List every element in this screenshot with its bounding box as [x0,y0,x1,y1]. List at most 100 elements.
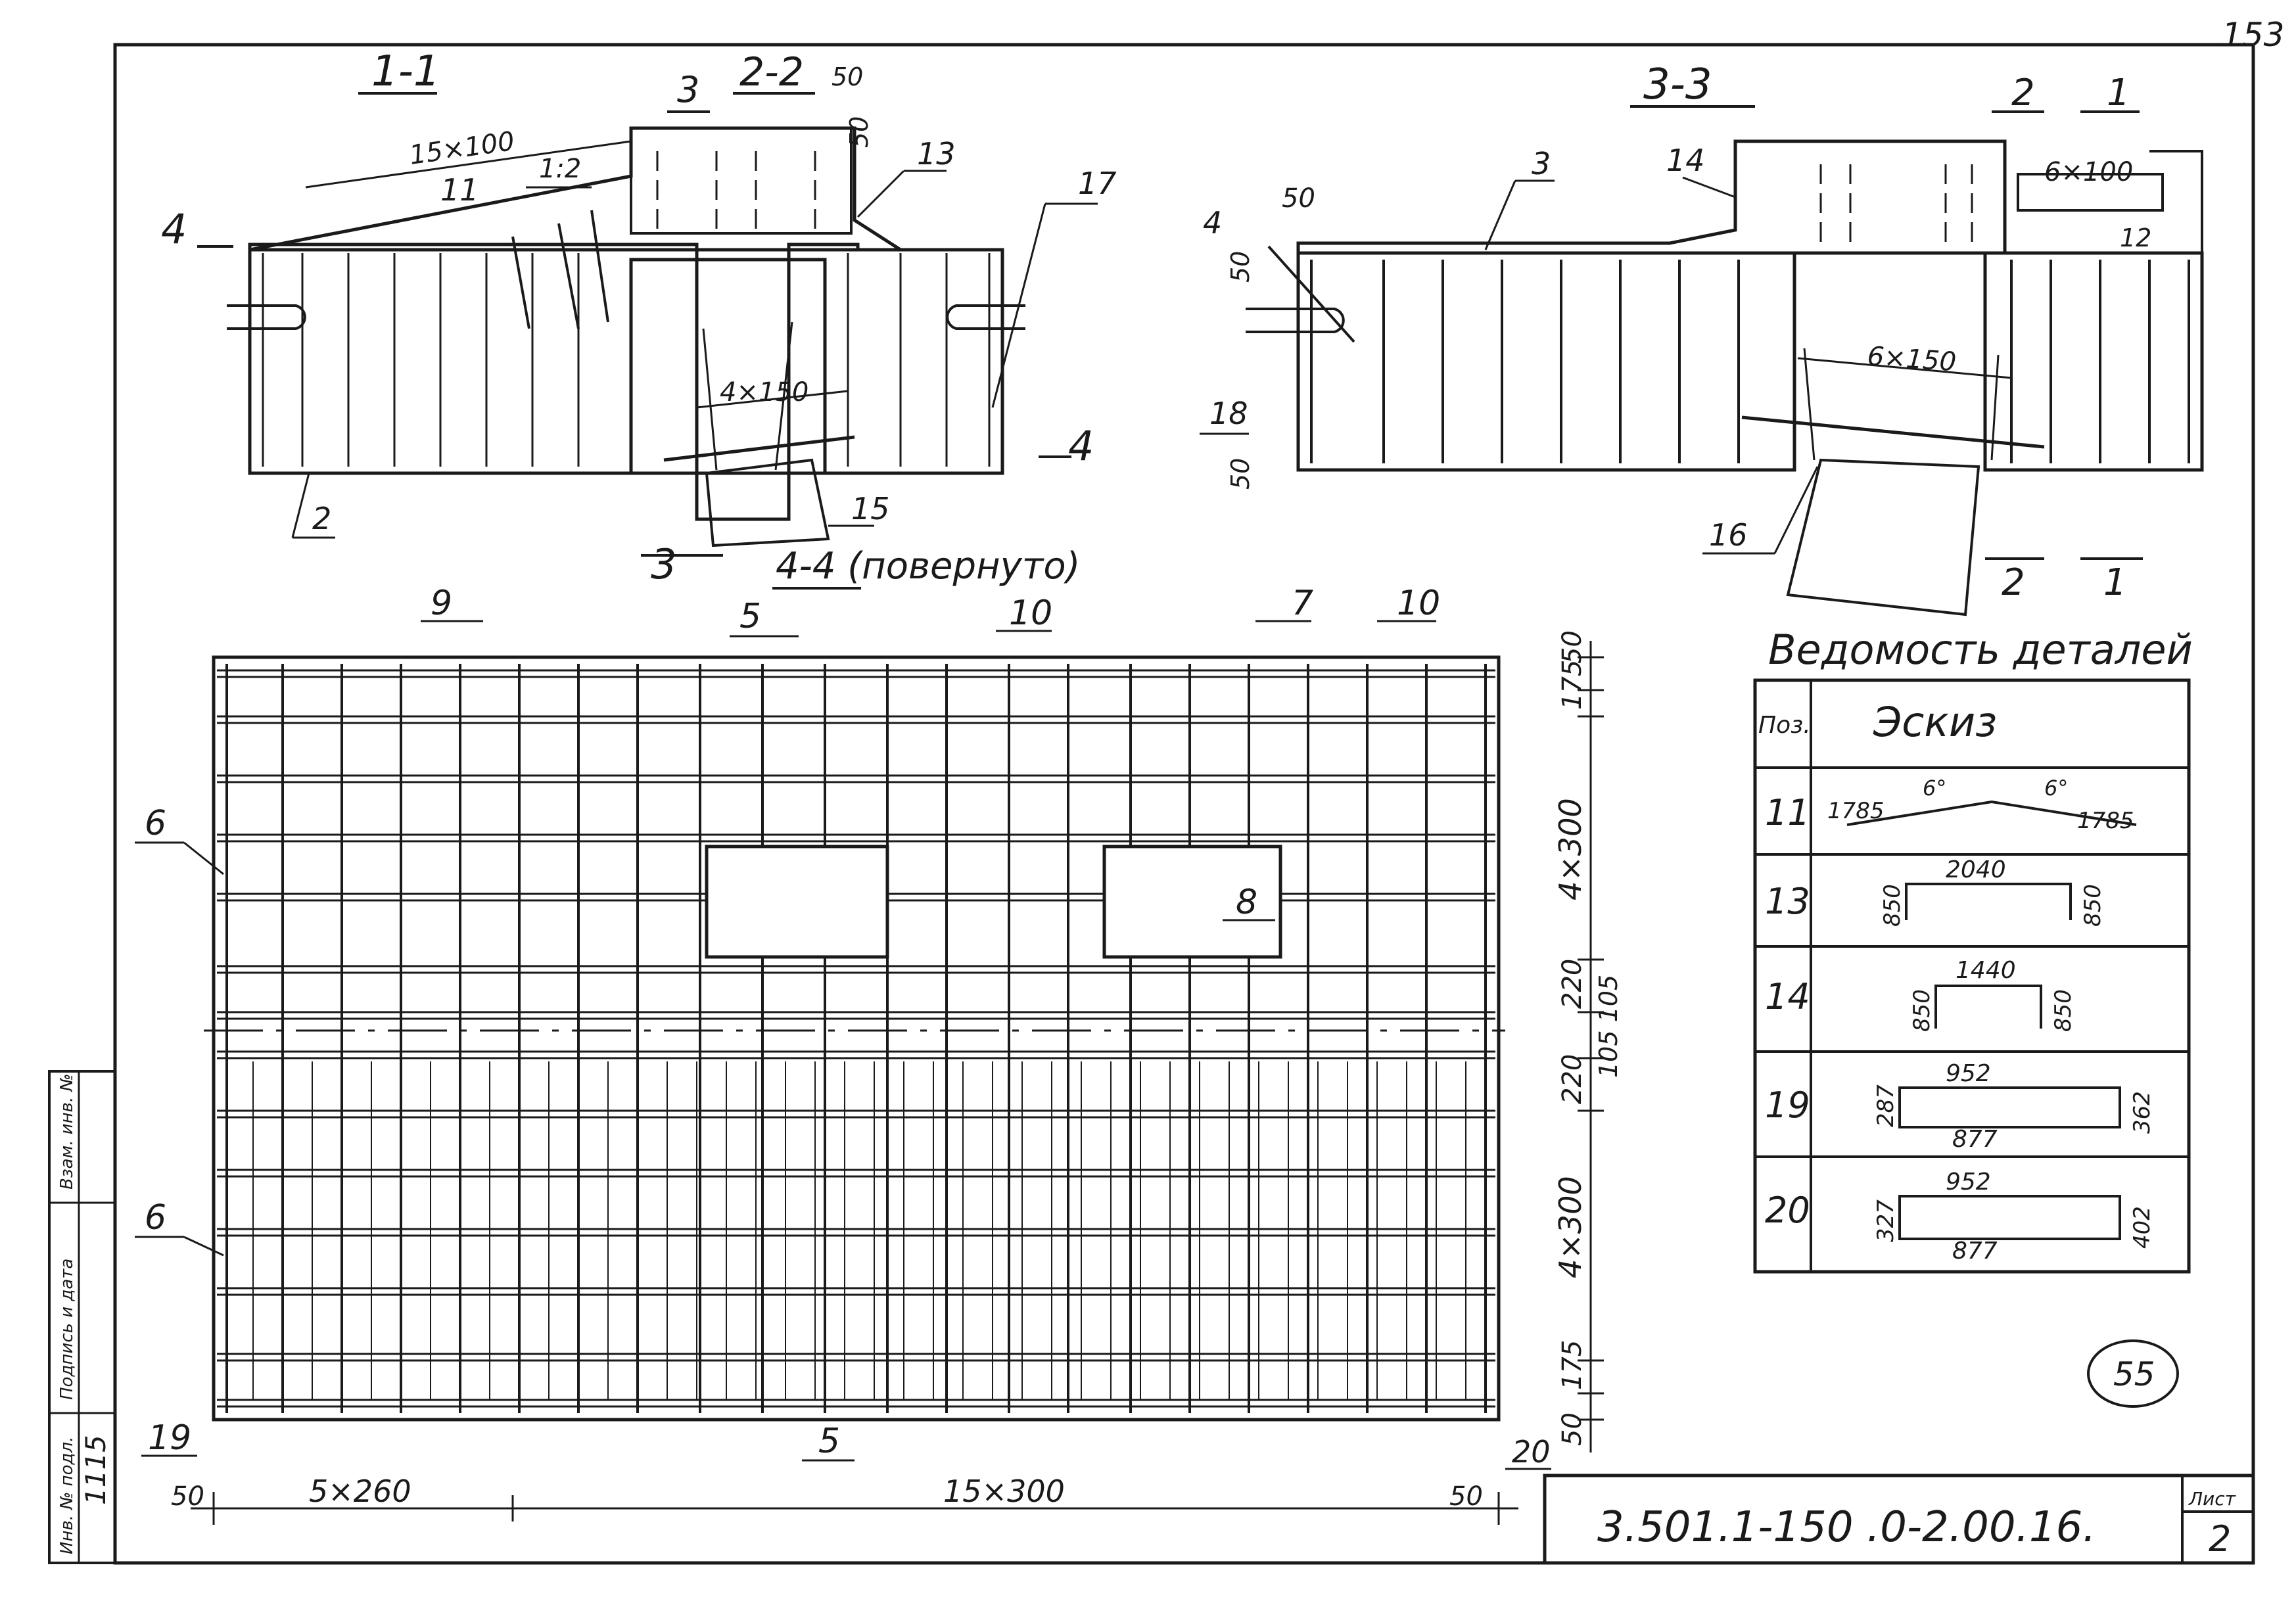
svg-text:2: 2 [2002,561,2025,604]
svg-text:3: 3 [677,69,699,110]
svg-text:8: 8 [1236,883,1257,922]
svg-text:10: 10 [1009,593,1052,633]
svg-text:5×260: 5×260 [309,1474,411,1509]
svg-text:3: 3 [1532,146,1551,181]
svg-text:1785: 1785 [1827,798,1885,824]
svg-text:14: 14 [1666,143,1705,178]
svg-text:17: 17 [1078,166,1117,201]
svg-text:6: 6 [145,804,166,843]
svg-text:50: 50 [171,1481,204,1512]
opening-right [1102,845,1282,959]
svg-text:Инв. № подл.: Инв. № подл. [57,1437,77,1554]
svg-text:15×300: 15×300 [943,1474,1065,1509]
svg-text:877: 877 [1952,1238,1998,1265]
svg-text:3: 3 [651,540,676,588]
schedule-title: Ведомость деталей [1768,626,2193,674]
svg-text:1785: 1785 [2077,808,2134,834]
svg-text:6: 6 [145,1198,166,1238]
svg-text:5: 5 [818,1422,840,1461]
svg-text:50: 50 [1557,630,1587,664]
svg-text:4×300: 4×300 [1553,1176,1588,1278]
svg-text:Эскиз: Эскиз [1873,698,1997,746]
svg-text:15×100: 15×100 [408,126,517,171]
side-block: Взам. инв. № Подпись и дата Инв. № подл.… [48,1070,116,1564]
svg-text:18: 18 [1209,396,1248,431]
svg-text:7: 7 [1292,584,1313,623]
svg-text:50: 50 [845,116,874,148]
svg-text:4: 4 [161,205,187,253]
svg-text:952: 952 [1946,1169,1991,1196]
svg-text:Подпись и дата: Подпись и дата [57,1259,77,1400]
svg-text:50: 50 [1226,251,1255,283]
svg-text:10: 10 [1397,584,1440,623]
svg-text:19: 19 [148,1418,191,1458]
section-1-1: 1-1 [161,47,1117,590]
section-4-4-title: 4-4 (повернуто) [776,545,1080,588]
details-schedule: Ведомость деталей Поз. Эскиз 11 1785 6° … [1753,626,2193,1274]
svg-text:220: 220 [1557,959,1587,1009]
svg-text:55: 55 [2113,1355,2155,1393]
svg-text:175: 175 [1557,660,1587,710]
svg-text:4: 4 [1203,205,1222,241]
svg-text:105 105: 105 105 [1594,975,1623,1078]
svg-text:Поз.: Поз. [1758,712,1811,739]
svg-text:16: 16 [1709,517,1748,553]
svg-text:13: 13 [917,136,956,172]
svg-text:850: 850 [1909,989,1935,1032]
svg-text:402: 402 [2129,1206,2155,1249]
section-1-1-outline [248,243,1004,521]
svg-text:850: 850 [2080,884,2106,927]
sheet-label: Лист [2188,1488,2236,1510]
svg-text:6°: 6° [1923,776,1946,801]
svg-text:2: 2 [312,501,331,536]
svg-text:850: 850 [1879,884,1906,927]
svg-text:5: 5 [739,597,761,636]
svg-text:1: 1 [2107,72,2130,114]
svg-text:1: 1 [2103,561,2127,604]
svg-text:20: 20 [1765,1190,1810,1231]
plan-outline [212,655,1501,1422]
svg-text:175: 175 [1557,1340,1587,1390]
svg-text:2: 2 [2011,72,2035,114]
svg-text:952: 952 [1946,1060,1991,1087]
svg-text:6°: 6° [2044,776,2068,801]
svg-text:13: 13 [1765,881,1810,922]
svg-text:220: 220 [1557,1054,1587,1104]
section-3-3: 3-3 50 50 50 6×100 6×150 [1200,60,2204,616]
svg-text:2040: 2040 [1946,856,2006,883]
svg-text:6×100: 6×100 [2044,157,2133,187]
svg-text:14: 14 [1765,976,1810,1017]
doc-code: 3.501.1-150 .0-2.00.16. [1597,1503,2096,1552]
section-1-1-title: 1-1 [371,47,440,96]
opening-left [705,845,889,959]
title-stamp: 3.501.1-150 .0-2.00.16. Лист 2 [1543,1474,2255,1565]
svg-text:362: 362 [2129,1091,2155,1134]
svg-text:9: 9 [431,584,452,623]
plan-view: 9 5 10 7 10 6 8 6 19 5 20 50 17 [135,584,1623,1525]
page-corner-number: 153 [2222,16,2284,54]
svg-text:15: 15 [851,491,890,526]
svg-text:50: 50 [1226,458,1255,490]
svg-text:50: 50 [1282,183,1315,214]
svg-text:50: 50 [832,62,863,91]
svg-text:11: 11 [440,172,479,208]
svg-text:4: 4 [1068,422,1094,470]
svg-text:50: 50 [1449,1481,1483,1512]
circled-number [2087,1339,2179,1408]
svg-text:50: 50 [1557,1412,1587,1446]
svg-text:20: 20 [1512,1434,1551,1470]
svg-text:1440: 1440 [1956,957,2016,984]
svg-text:1:2: 1:2 [539,154,581,184]
sheet-frame [113,43,2255,1565]
svg-text:4×300: 4×300 [1553,798,1588,900]
svg-text:12: 12 [2120,223,2151,252]
svg-text:877: 877 [1952,1126,1998,1153]
svg-text:19: 19 [1765,1084,1810,1126]
section-3-3-title: 3-3 [1643,60,1712,109]
svg-text:1115: 1115 [80,1435,112,1505]
svg-text:850: 850 [2050,989,2076,1032]
sheet-number: 2 [2209,1518,2231,1560]
svg-text:Взам. инв. №: Взам. инв. № [57,1073,77,1190]
svg-text:11: 11 [1765,792,1810,833]
